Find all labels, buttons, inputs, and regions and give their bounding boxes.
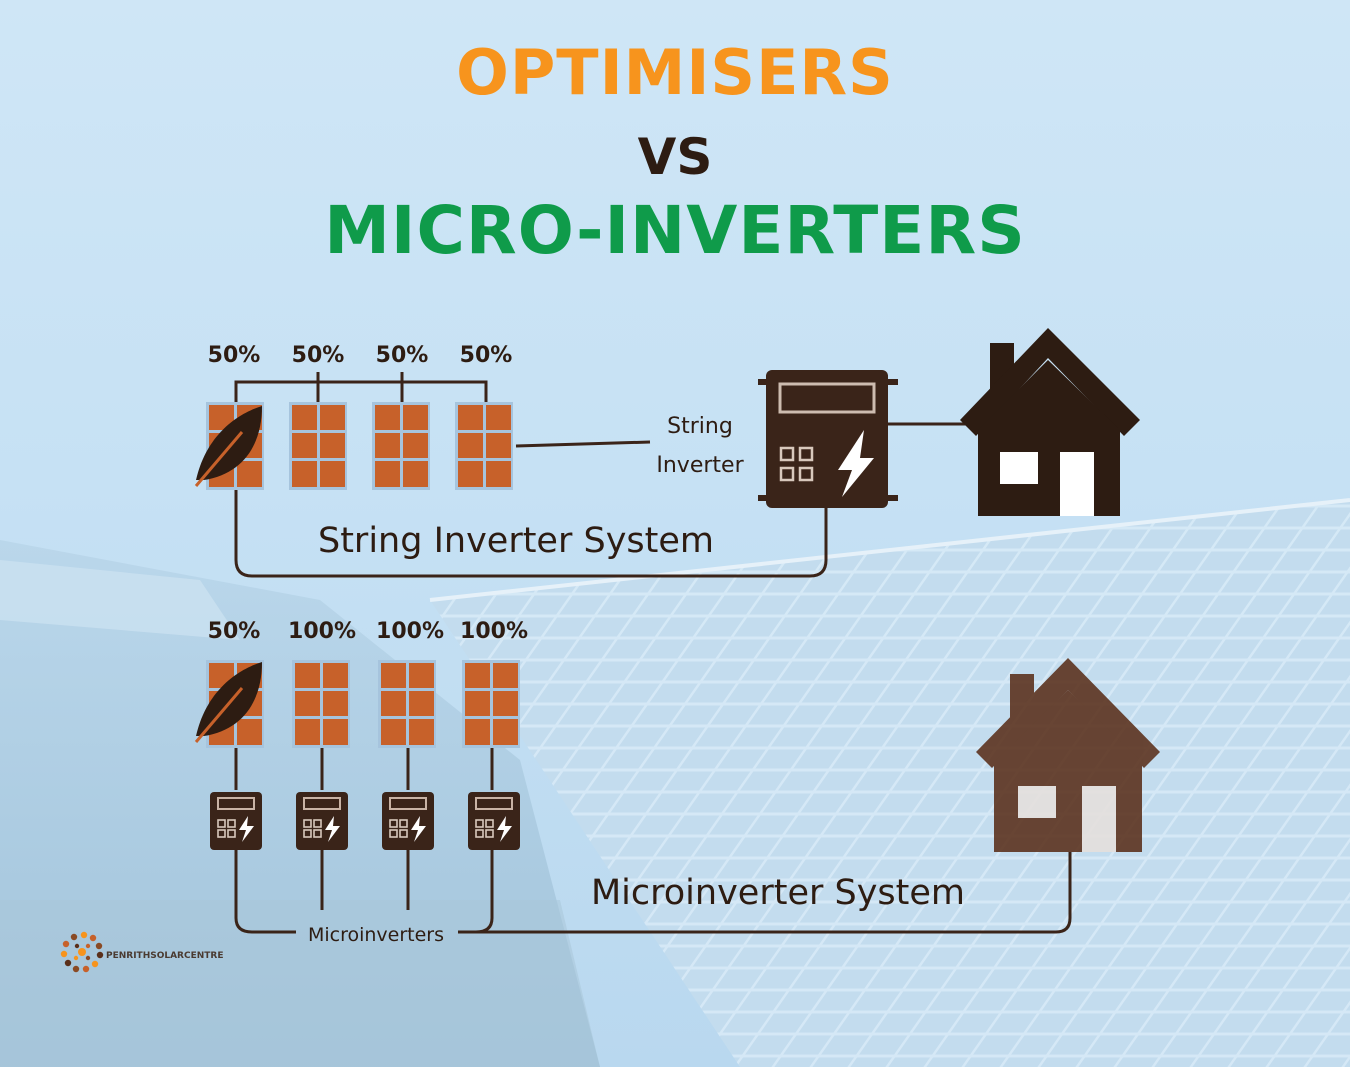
logo-dots-icon <box>60 931 104 973</box>
string-inverter-system: 50% 50% 50% 50% String Inverter <box>194 328 1140 578</box>
string-return-loop <box>234 490 828 578</box>
string-panel-3 <box>372 402 430 490</box>
string-panel-2 <box>289 402 347 490</box>
string-percent-2: 50% <box>292 343 345 368</box>
micro-percent-2: 100% <box>288 619 356 644</box>
string-system-label: String Inverter System <box>318 521 714 561</box>
string-inverter-icon <box>758 370 898 508</box>
penrith-solar-centre-logo: PENRITHSOLARCENTRE <box>60 931 224 973</box>
micro-panel-4 <box>462 660 520 748</box>
distant-panels <box>0 560 240 640</box>
string-panel-4 <box>455 402 513 490</box>
string-percent-1: 50% <box>208 343 261 368</box>
title-micro-inverters: MICRO-INVERTERS <box>324 192 1026 269</box>
title-vs: VS <box>637 128 713 186</box>
string-percent-4: 50% <box>460 343 513 368</box>
microinverter-icon-2 <box>295 791 349 851</box>
string-inverter-label-1: String <box>667 414 733 439</box>
title-optimisers: OPTIMISERS <box>456 36 894 109</box>
micro-panel-2 <box>292 660 350 748</box>
microinverter-icon-1 <box>209 791 263 851</box>
microinverter-icon-3 <box>381 791 435 851</box>
micro-bottom-wiring <box>234 850 1072 934</box>
micro-percent-1: 50% <box>208 619 261 644</box>
micro-percent-4: 100% <box>460 619 528 644</box>
solar-array-edge <box>429 498 1350 602</box>
micro-panel-drops <box>234 748 494 790</box>
string-house-icon <box>960 328 1140 516</box>
micro-house-icon <box>976 658 1160 852</box>
micro-panel-3 <box>378 660 436 748</box>
logo-text: PENRITHSOLARCENTRE <box>106 951 224 961</box>
micro-system-label: Microinverter System <box>591 873 965 913</box>
string-top-wiring <box>234 372 488 402</box>
solar-array-bg <box>430 500 1350 1067</box>
string-inverter-label-2: Inverter <box>656 453 744 478</box>
string-percent-3: 50% <box>376 343 429 368</box>
microinverters-label: Microinverters <box>308 924 444 946</box>
grass-texture <box>0 900 600 1067</box>
micro-percent-3: 100% <box>376 619 444 644</box>
microinverter-icon-4 <box>467 791 521 851</box>
microinverter-system: 50% 100% 100% 100% Microinverters Microi… <box>194 619 1160 946</box>
string-wire-to-inverter <box>515 440 651 448</box>
